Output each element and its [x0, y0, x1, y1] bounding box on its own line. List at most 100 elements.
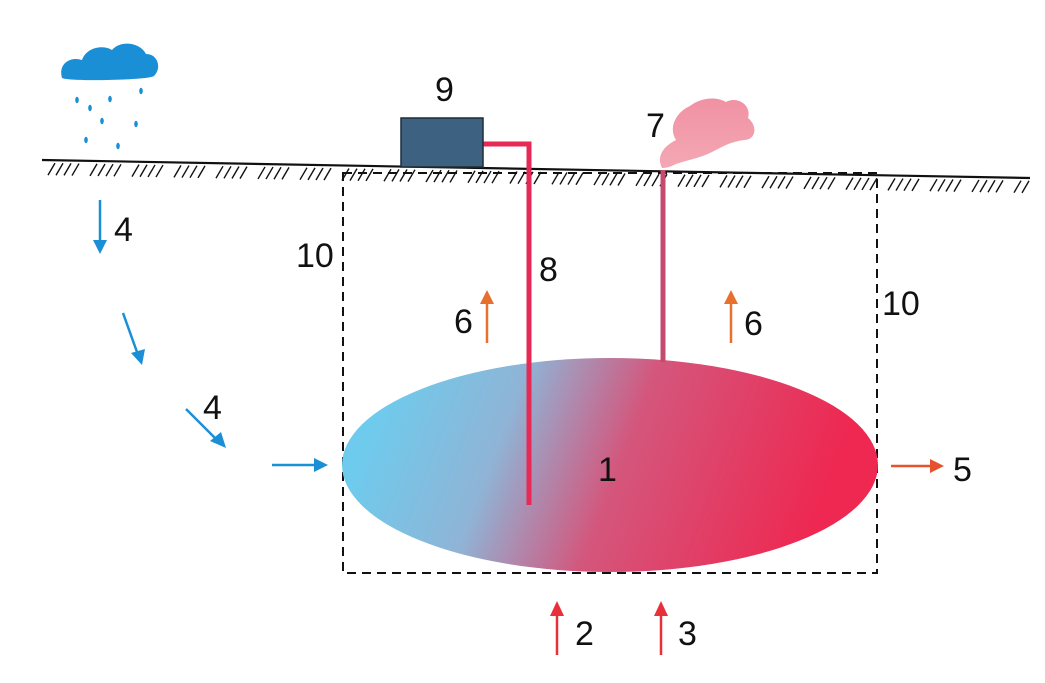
hatch-stroke [777, 176, 786, 189]
recharge-arrow-horizontal [272, 458, 328, 472]
hatch-stroke [315, 167, 324, 181]
hatch-stroke [323, 167, 332, 181]
hatch-stroke [845, 177, 854, 191]
hatch-stroke [1013, 180, 1022, 194]
hatch-stroke [441, 169, 450, 183]
hatch-stroke [559, 172, 568, 185]
hatch-stroke [701, 174, 710, 188]
label-boundary-right: 10 [882, 285, 920, 323]
hatch-stroke [593, 172, 602, 186]
hatch-stroke [307, 167, 316, 181]
label-plume: 7 [646, 107, 665, 145]
hatch-stroke [189, 165, 198, 179]
hatch-stroke [861, 177, 870, 191]
hatch-stroke [231, 166, 240, 179]
hatch-stroke [239, 166, 248, 179]
hatch-stroke [155, 164, 164, 178]
deep-inflow-arrows [550, 601, 668, 655]
hatch-stroke [635, 173, 644, 187]
ground-surface-line [41, 158, 1031, 180]
reservoir-ellipse [342, 358, 878, 572]
hatch-stroke [617, 173, 626, 186]
hatch-stroke [819, 176, 828, 190]
hatch-stroke [97, 163, 106, 177]
hatch-stroke [785, 176, 794, 189]
label-reservoir: 1 [598, 451, 617, 489]
hatch-stroke [391, 169, 400, 182]
hatch-stroke [407, 169, 416, 183]
hatch-stroke [71, 163, 80, 176]
hatch-stroke [903, 178, 912, 192]
label-outflow: 5 [953, 451, 972, 489]
hatch-stroke [349, 168, 358, 181]
label-plant: 9 [435, 71, 454, 109]
hatch-stroke [197, 165, 206, 179]
outflow-arrow [891, 459, 944, 473]
hatch-stroke [113, 163, 122, 177]
cloud-shape [61, 43, 159, 81]
hatch-stroke [131, 164, 140, 177]
rain-cloud-icon [61, 43, 159, 150]
hatch-stroke [173, 165, 182, 178]
hatch-stroke [685, 174, 694, 188]
ground-hatching [47, 162, 1030, 194]
hatch-stroke [937, 178, 946, 192]
hatch-stroke [399, 169, 408, 182]
hatch-stroke [811, 176, 820, 190]
label-uprise-left: 6 [454, 303, 473, 341]
hatch-stroke [945, 179, 954, 192]
hatch-stroke [987, 179, 996, 193]
hatch-stroke [971, 179, 980, 193]
inflow-arrow-3 [654, 601, 668, 655]
recharge-arrow-diag-2 [185, 408, 226, 448]
hatch-stroke [827, 176, 836, 190]
hatch-stroke [299, 167, 308, 181]
label-recharge-mid: 4 [203, 389, 222, 427]
label-well: 8 [539, 251, 558, 289]
hatch-stroke [743, 175, 752, 189]
label-inflow-3: 3 [678, 615, 697, 653]
hatch-stroke [575, 172, 584, 186]
inflow-arrow-2 [550, 601, 564, 655]
hatch-stroke [105, 163, 114, 177]
hatch-stroke [601, 172, 610, 186]
hatch-stroke [63, 163, 72, 176]
hatch-stroke [147, 164, 156, 178]
hatch-stroke [995, 180, 1004, 193]
hatch-stroke [483, 170, 492, 184]
hatch-stroke [895, 178, 904, 191]
hatch-stroke [567, 172, 576, 185]
hatch-stroke [215, 165, 224, 179]
hatch-stroke [281, 167, 290, 180]
diagram-labels: 1 2 3 4 4 5 6 6 7 8 9 10 10 [114, 71, 972, 653]
label-boundary-left: 10 [296, 237, 334, 275]
hatch-stroke [181, 165, 190, 178]
hatch-stroke [467, 170, 476, 184]
hatch-stroke [433, 169, 442, 183]
hatch-stroke [761, 175, 770, 189]
hatch-stroke [47, 162, 56, 176]
hatch-stroke [257, 166, 266, 180]
heat-rise-arrows [480, 290, 738, 343]
hatch-stroke [273, 166, 282, 180]
hatch-stroke [139, 164, 148, 178]
hatch-stroke [643, 173, 652, 187]
hatch-stroke [719, 174, 728, 188]
hatch-stroke [803, 176, 812, 190]
hatch-stroke [769, 175, 778, 189]
hatch-stroke [979, 179, 988, 193]
rain-drops [75, 87, 143, 150]
hatch-stroke [911, 178, 920, 192]
heat-arrow-right [724, 290, 738, 343]
hatch-stroke [953, 179, 962, 192]
production-well-pipe [482, 141, 532, 505]
recharge-arrow-diag-1 [121, 312, 145, 365]
hatch-stroke [677, 174, 686, 187]
label-recharge-top: 4 [114, 211, 133, 249]
hatch-stroke [89, 163, 98, 177]
system-boundary-box [342, 172, 878, 574]
hatch-stroke [869, 177, 878, 191]
hatch-stroke [1021, 180, 1030, 194]
